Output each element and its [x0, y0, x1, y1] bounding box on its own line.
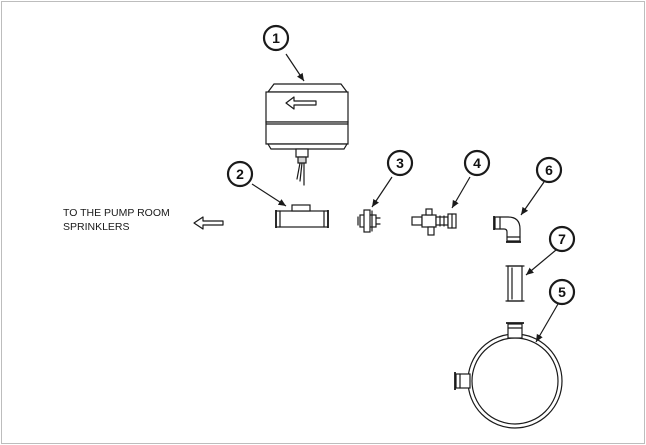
part-6-elbow-fitting — [493, 216, 521, 243]
svg-text:4: 4 — [473, 155, 481, 171]
callout-7: 7 — [525, 225, 576, 276]
svg-text:5: 5 — [558, 284, 566, 300]
part-1-flow-switch — [265, 83, 349, 186]
part-3-nipple-fitting — [357, 209, 381, 233]
svg-text:3: 3 — [396, 155, 404, 171]
svg-text:2: 2 — [236, 166, 244, 182]
callout-5: 5 — [535, 278, 576, 343]
part-5-tank — [454, 322, 563, 429]
svg-text:7: 7 — [558, 231, 566, 247]
part-2-tee-fitting — [275, 204, 329, 228]
note-line-2: SPRINKLERS — [63, 221, 130, 233]
note-line-1: TO THE PUMP ROOM — [63, 207, 170, 219]
part-4-valve — [411, 208, 457, 236]
part-7-coupling — [505, 265, 525, 302]
left-arrow-icon — [193, 216, 224, 230]
callout-2: 2 — [226, 160, 287, 207]
callout-1: 1 — [262, 24, 305, 82]
callout-4: 4 — [451, 149, 491, 209]
flow-direction-arrow-icon — [285, 96, 317, 110]
svg-text:6: 6 — [545, 162, 553, 178]
callout-3: 3 — [371, 149, 414, 208]
callout-6: 6 — [520, 156, 563, 216]
svg-text:1: 1 — [272, 30, 280, 46]
